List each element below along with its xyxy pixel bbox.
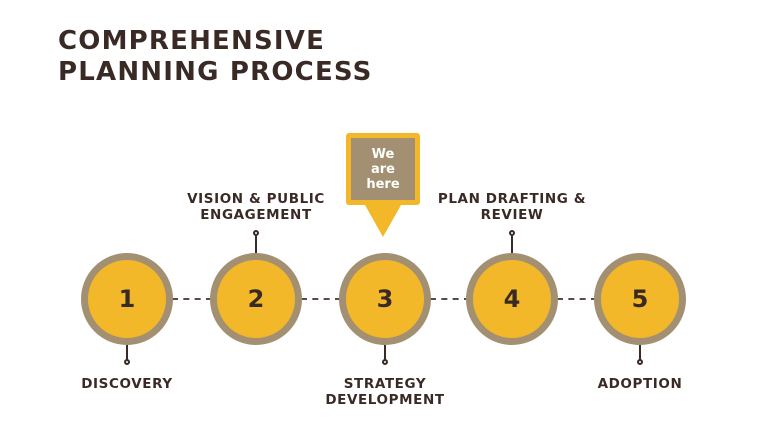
callout-line-1: We: [371, 146, 395, 162]
step-label-5-line-1: ADOPTION: [597, 376, 683, 392]
callout-line-3: here: [366, 176, 400, 192]
step-label-5: ADOPTION: [584, 376, 696, 392]
callout-line-2: are: [370, 161, 395, 177]
step-number-1: 1: [118, 285, 136, 313]
step-circle-4: 4: [466, 253, 558, 345]
callout-arrow-down-icon: [365, 205, 401, 237]
step-number-5: 5: [631, 285, 649, 313]
step-label-2-line-1: VISION & PUBLIC: [187, 191, 325, 207]
connector-2-3: [301, 298, 341, 300]
stem-5: [639, 345, 641, 360]
step-label-4-line-2: REVIEW: [480, 207, 544, 223]
stem-dot-1: [124, 359, 130, 365]
callout-text: We are here: [366, 147, 399, 192]
step-label-2-line-2: ENGAGEMENT: [200, 207, 312, 223]
step-label-1: DISCOVERY: [66, 376, 188, 392]
step-label-3-line-1: STRATEGY: [343, 376, 427, 392]
step-circle-3: 3: [339, 253, 431, 345]
connector-1-2: [172, 298, 212, 300]
title-line-1: COMPREHENSIVE: [58, 26, 326, 56]
stem-2: [255, 236, 257, 253]
step-label-4: PLAN DRAFTING & REVIEW: [428, 191, 596, 223]
stem-1: [126, 345, 128, 360]
step-number-3: 3: [376, 285, 394, 313]
step-circle-5: 5: [594, 253, 686, 345]
step-label-3: STRATEGY DEVELOPMENT: [310, 376, 460, 408]
step-number-2: 2: [247, 285, 265, 313]
stem-3: [384, 345, 386, 360]
page-title: COMPREHENSIVE PLANNING PROCESS: [58, 26, 373, 88]
step-circle-2: 2: [210, 253, 302, 345]
step-circle-1: 1: [81, 253, 173, 345]
title-line-2: PLANNING PROCESS: [58, 57, 373, 87]
stem-dot-5: [637, 359, 643, 365]
step-label-3-line-2: DEVELOPMENT: [325, 392, 445, 408]
stem-dot-2: [253, 230, 259, 236]
stem-dot-3: [382, 359, 388, 365]
step-label-2: VISION & PUBLIC ENGAGEMENT: [176, 191, 336, 223]
connector-3-4: [430, 298, 470, 300]
callout-inner-box: We are here: [351, 138, 415, 200]
step-number-4: 4: [503, 285, 521, 313]
we-are-here-callout: We are here: [346, 133, 420, 205]
connector-4-5: [557, 298, 597, 300]
step-label-1-line-1: DISCOVERY: [81, 376, 173, 392]
stem-4: [511, 236, 513, 253]
stem-dot-4: [509, 230, 515, 236]
step-label-4-line-1: PLAN DRAFTING &: [437, 191, 587, 207]
